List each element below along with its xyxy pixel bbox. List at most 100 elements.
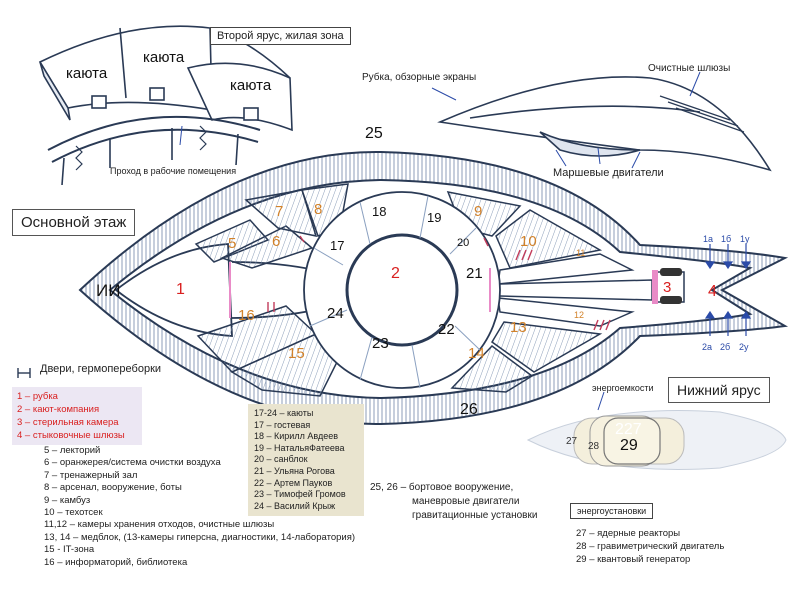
zone-number-6: 6 bbox=[272, 233, 280, 250]
list-item: 9 – камбуз bbox=[44, 494, 91, 506]
zone-7 bbox=[244, 189, 318, 237]
zone-number-227: 227 bbox=[615, 421, 642, 438]
list-item: 29 – квантовый генератор bbox=[576, 554, 691, 565]
list-item: 10 – техотсек bbox=[44, 507, 103, 519]
list-item: 17-24 – каюты bbox=[254, 408, 314, 418]
weapons-note-line: маневровые двигатели bbox=[412, 496, 520, 507]
zone-number-4: 4 bbox=[708, 283, 717, 300]
door-markers bbox=[267, 235, 611, 331]
arrow-label-2b: 2б bbox=[720, 342, 730, 352]
zone-number-3: 3 bbox=[663, 279, 671, 296]
zone-number-7: 7 bbox=[275, 203, 283, 220]
legend-item: 3 – стерильная камера bbox=[17, 417, 119, 428]
zone-10 bbox=[495, 209, 603, 269]
passage-arrow bbox=[179, 125, 183, 146]
weapons-note: 25, 26 – бортовое вооружение, маневровые… bbox=[370, 481, 537, 523]
energy-arrow bbox=[597, 391, 605, 411]
zone-2-wardroom bbox=[345, 233, 459, 347]
cabin-label-2: каюта bbox=[143, 49, 185, 66]
door-legend-icon bbox=[17, 368, 31, 378]
zone-number-10: 10 bbox=[520, 233, 537, 250]
doors-label: Двери, гермопереборки bbox=[40, 363, 162, 375]
legend-item: 1 – рубка bbox=[17, 391, 58, 402]
door-3 bbox=[652, 270, 658, 304]
list-item: 11,12 – камеры хранения отходов, очистны… bbox=[44, 519, 275, 531]
list-item: 22 – Артем Пауков bbox=[254, 477, 333, 488]
march-engines-label: Маршевые двигатели bbox=[553, 167, 664, 179]
zone-number-ii: ИИ bbox=[96, 281, 120, 300]
zone-number-26: 26 bbox=[460, 401, 478, 418]
list-item: 15 - IT-зона bbox=[44, 544, 95, 556]
energy-units-list: 27 – ядерные реакторы 28 – гравиметричес… bbox=[576, 527, 724, 566]
zone-number-21: 21 bbox=[466, 265, 483, 282]
list-item: 17 – гостевая bbox=[254, 419, 311, 430]
zone-number-2: 2 bbox=[391, 265, 400, 282]
list-item: 16 – информаторий, библиотека bbox=[44, 556, 188, 568]
legend-item: 4 – стыковочные шлюзы bbox=[17, 430, 125, 441]
zone-number-19: 19 bbox=[427, 210, 441, 225]
lower-tier-title: Нижний ярус bbox=[668, 377, 770, 403]
zone-number-14: 14 bbox=[468, 345, 485, 362]
zone-number-1: 1 bbox=[176, 281, 185, 298]
list-item: 13, 14 – медблок, (13-камеры гиперсна, д… bbox=[44, 531, 355, 543]
zone-number-13: 13 bbox=[510, 319, 527, 336]
cabin-label-3: каюта bbox=[230, 77, 272, 94]
arrow-label-2a: 2а bbox=[702, 342, 712, 352]
zone-number-12: 12 bbox=[574, 310, 584, 320]
list-item: 5 – лекторий bbox=[44, 445, 101, 456]
zone-number-9: 9 bbox=[474, 203, 482, 220]
zone-14 bbox=[450, 345, 534, 393]
weapons-note-line: 25, 26 – бортовое вооружение, bbox=[370, 482, 514, 493]
main-floor-title: Основной этаж bbox=[12, 209, 136, 236]
list-item: 6 – оранжерея/система очистки воздуха bbox=[44, 457, 221, 469]
zone-number-23: 23 bbox=[372, 335, 389, 352]
side-view-arrows bbox=[431, 71, 701, 169]
cabin-label-1: каюта bbox=[66, 65, 108, 82]
zone-number-28: 28 bbox=[588, 441, 600, 452]
zone-15 bbox=[230, 333, 341, 397]
legend-rooms-list: 5 – лекторий 6 – оранжерея/система очист… bbox=[44, 445, 355, 569]
zone-29 bbox=[603, 417, 661, 465]
weapons-note-line: гравитационные установки bbox=[412, 510, 538, 521]
zone-number-24: 24 bbox=[327, 305, 344, 322]
list-item: 19 – НатальяФатеева bbox=[254, 442, 345, 453]
zone-number-22: 22 bbox=[438, 321, 455, 338]
arrow-label-1a: 1а bbox=[703, 234, 713, 244]
legend-cabins: 17-24 – каюты 17 – гостевая 18 – Кирилл … bbox=[248, 404, 364, 517]
list-item: 20 – санблок bbox=[254, 454, 308, 465]
docking-arrows bbox=[704, 244, 752, 336]
energy-units-title: энергоустановки bbox=[570, 503, 654, 519]
zone-number-29: 29 bbox=[620, 437, 638, 454]
list-item: 23 – Тимофей Громов bbox=[254, 489, 346, 500]
zone-number-8: 8 bbox=[314, 201, 322, 218]
legend-item: 2 – кают-компания bbox=[17, 404, 100, 415]
cleaning-locks-label: Очистные шлюзы bbox=[648, 63, 731, 74]
list-item: 8 – арсенал, вооружение, боты bbox=[44, 482, 182, 494]
zone-13 bbox=[491, 321, 603, 373]
list-item: 7 – тренажерный зал bbox=[44, 469, 138, 481]
list-item: 18 – Кирилл Авдеев bbox=[254, 431, 339, 442]
list-item: 24 – Василий Крыж bbox=[254, 500, 336, 511]
passage-label: Проход в рабочие помещения bbox=[110, 166, 237, 176]
zone-number-5: 5 bbox=[228, 235, 236, 252]
second-tier-title: Второй ярус, жилая зона bbox=[210, 27, 351, 45]
zone-number-16: 16 bbox=[238, 307, 255, 324]
zone-number-20: 20 bbox=[457, 237, 469, 249]
zone-number-17: 17 bbox=[330, 238, 344, 253]
zone-number-25: 25 bbox=[365, 125, 383, 142]
second-tier-sketch bbox=[38, 25, 293, 186]
zone-number-18: 18 bbox=[372, 204, 386, 219]
zone-number-11: 11 bbox=[576, 248, 585, 258]
bridge-screens-label: Рубка, обзорные экраны bbox=[362, 72, 477, 83]
main-floor-plan bbox=[78, 150, 789, 426]
zone-6 bbox=[220, 225, 314, 269]
zone-number-27: 27 bbox=[566, 436, 578, 447]
lower-tier-sketch bbox=[526, 410, 787, 470]
lock-top bbox=[660, 268, 682, 276]
energy-tanks-label: энергоемкости bbox=[592, 383, 654, 393]
arrow-label-1b: 1б bbox=[721, 234, 731, 244]
legend-main-zones: 1 – рубка 2 – кают-компания 3 – стерильн… bbox=[12, 387, 142, 445]
zone-number-15: 15 bbox=[288, 345, 305, 362]
lock-bottom bbox=[660, 296, 682, 304]
